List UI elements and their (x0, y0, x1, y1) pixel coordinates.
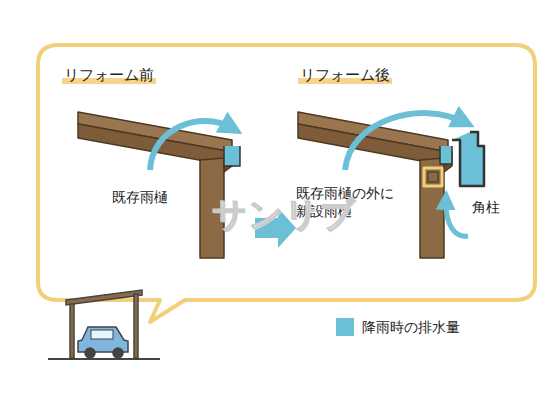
carport-illustration (48, 290, 160, 359)
section-heading: リフォーム後 (298, 66, 392, 86)
legend-text: 降雨時の排水量 (362, 318, 460, 336)
watermark: サンリブ (212, 192, 356, 236)
legend-swatch (336, 318, 354, 336)
before-illustration (78, 112, 240, 258)
part-label: 角柱 (472, 198, 500, 216)
speech-bubble (38, 45, 535, 322)
part-label: 既存雨樋 (112, 188, 168, 206)
section-heading: リフォーム前 (62, 66, 156, 86)
